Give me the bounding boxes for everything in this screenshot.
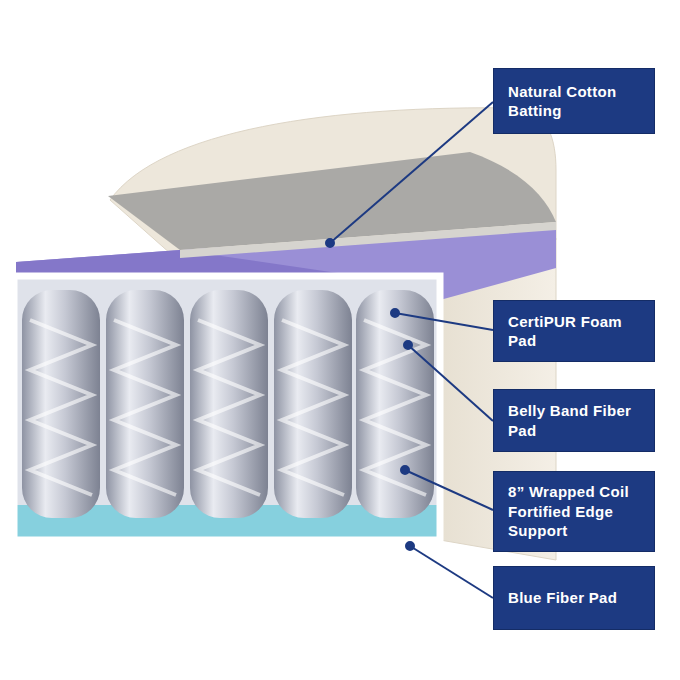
coil-box <box>14 276 440 540</box>
callout-box: Blue Fiber Pad <box>493 566 655 630</box>
leader-lines <box>326 102 493 598</box>
cotton-layer <box>108 152 556 250</box>
callout-box: Belly Band Fiber Pad <box>493 389 655 452</box>
callout-label: CertiPUR Foam Pad <box>508 312 640 351</box>
callout-box: 8” Wrapped Coil Fortified Edge Support <box>493 471 655 552</box>
callout-box: Natural Cotton Batting <box>493 68 655 134</box>
coils <box>22 290 434 518</box>
callout-box: CertiPUR Foam Pad <box>493 300 655 362</box>
callout-label: Natural Cotton Batting <box>508 82 640 121</box>
belly-band <box>14 276 440 540</box>
callout-label: 8” Wrapped Coil Fortified Edge Support <box>508 482 640 541</box>
cotton-edge <box>180 222 556 258</box>
callout-label: Blue Fiber Pad <box>508 588 617 608</box>
callout-label: Belly Band Fiber Pad <box>508 401 640 440</box>
